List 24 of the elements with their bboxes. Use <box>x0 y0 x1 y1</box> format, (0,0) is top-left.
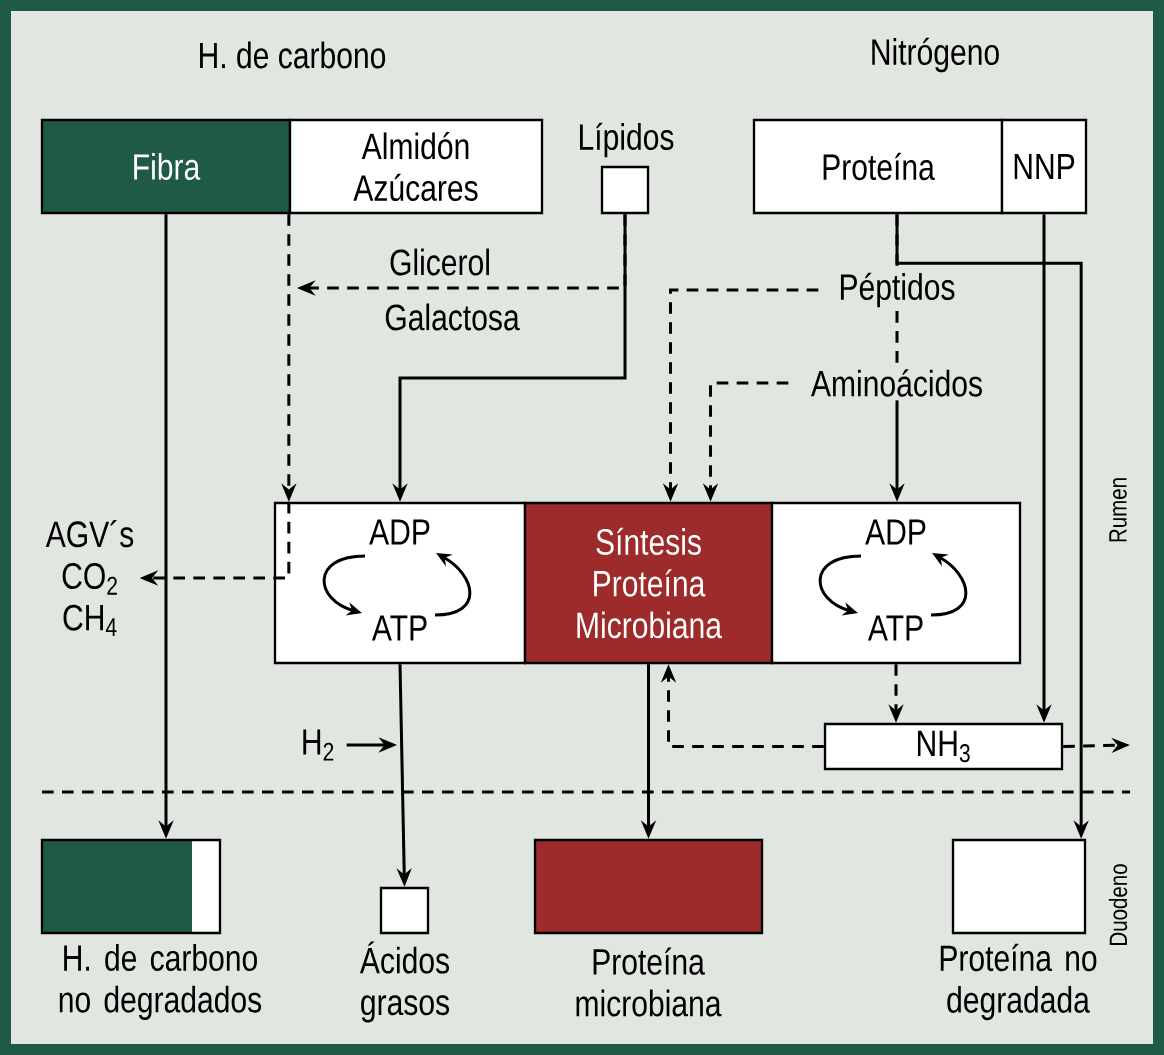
box-label: H. de carbono no degradados <box>59 944 262 1020</box>
node-label: AGV´s CO$_{2}$ CH$_{4}$ <box>45 519 134 637</box>
section-title: Nitrógeno <box>872 37 999 73</box>
process-box: Síntesis Proteína Microbiana <box>523 501 774 665</box>
process-box: NH$_{3}$ <box>823 722 1064 771</box>
section-title: H. de carbono <box>200 41 386 69</box>
cycle-label: ATP <box>371 615 427 641</box>
node-label: H$_{2}$ <box>303 729 334 761</box>
region-label: Rumen <box>1109 478 1127 542</box>
process-box: Almidón Azúcares <box>288 118 544 215</box>
cycle-label: ADP <box>865 519 926 545</box>
box-label: Proteína microbiana <box>576 947 722 1017</box>
box-label: Lípidos <box>580 122 674 158</box>
node-label: Aminoácidos <box>811 369 982 397</box>
box-label: Ácidos grasos <box>359 941 449 1023</box>
node-label: Péptidos <box>840 272 955 308</box>
region-label: Duodeno <box>1108 864 1128 945</box>
process-box: Fibra <box>40 118 292 215</box>
cycle-label: ATP <box>867 615 923 641</box>
box-label: Proteína no degradada <box>940 943 1097 1021</box>
arrow-label: Galactosa <box>385 303 520 331</box>
process-box: NNP <box>1000 118 1088 215</box>
cycle-label: ADP <box>369 519 430 545</box>
edge-label: Glicerol <box>387 246 493 278</box>
